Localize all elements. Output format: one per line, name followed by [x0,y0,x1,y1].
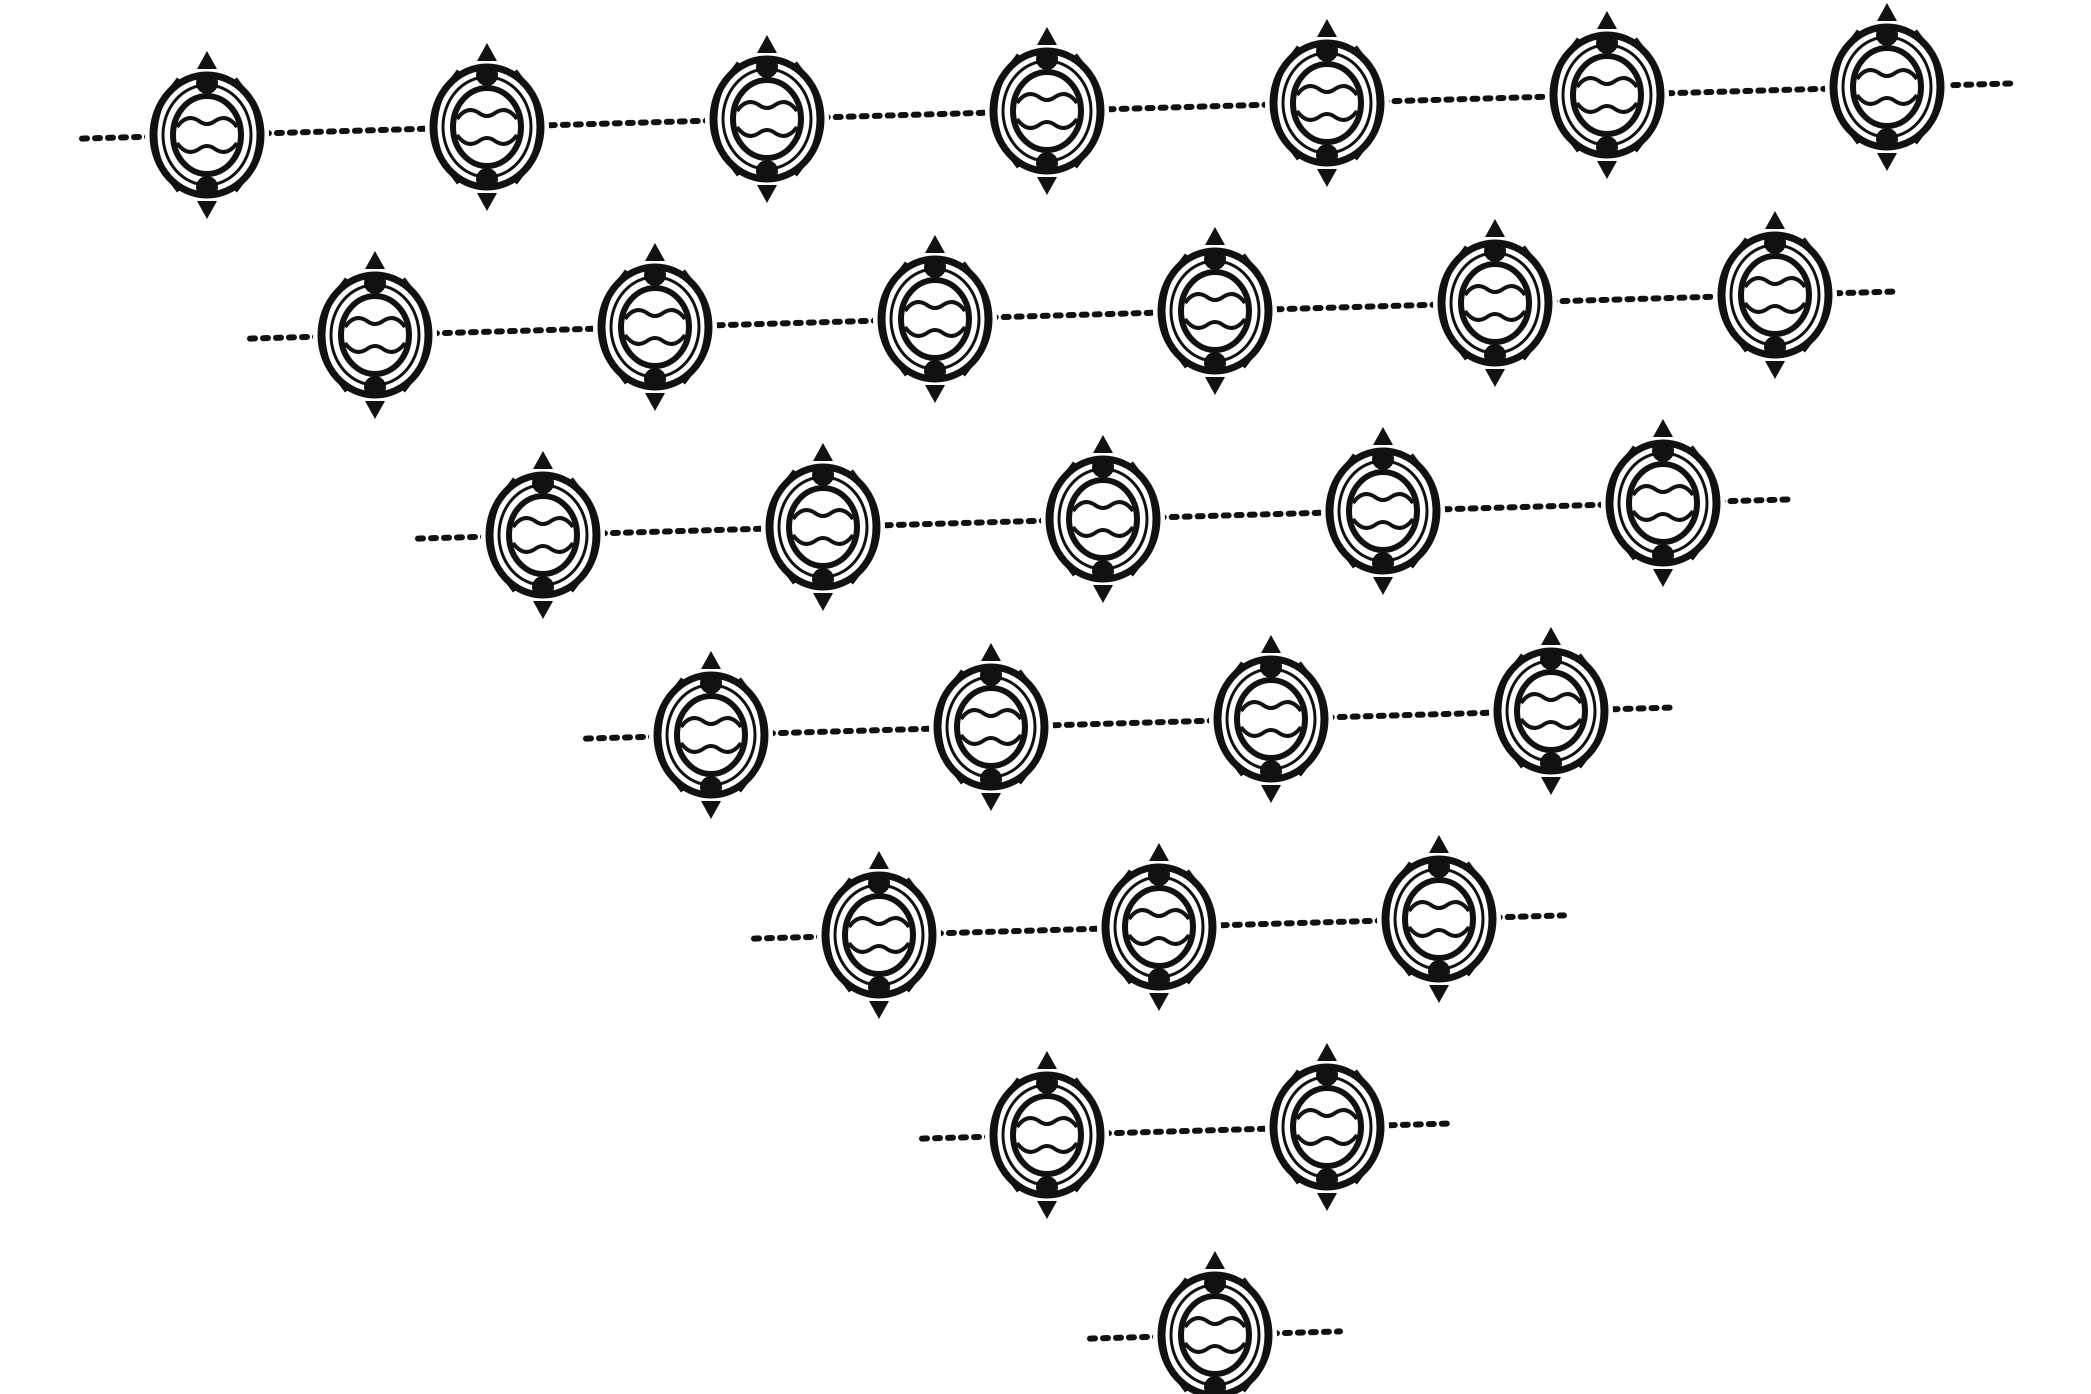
dotted-connector [247,288,1903,342]
ring-row [79,3,2015,219]
ring-backing [1153,1265,1277,1394]
ring-row [919,1043,1455,1219]
dotted-connector [1087,1328,1343,1342]
ring-row [247,211,1903,419]
ring-row [1087,1251,1343,1394]
dotted-connector [415,496,1791,542]
ring-row [583,627,1679,819]
ring-row [415,419,1791,619]
ring-row [751,835,1567,1019]
ring-rows [79,3,2015,1394]
